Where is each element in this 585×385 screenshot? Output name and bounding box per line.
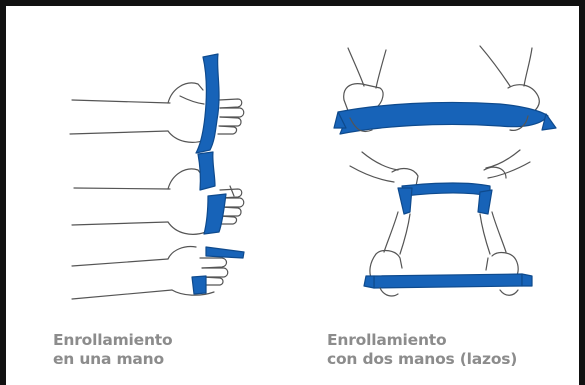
one-hand-step-1 — [70, 54, 244, 153]
one-hand-step-2 — [72, 152, 244, 234]
two-hand-step-2 — [350, 150, 530, 214]
caption-two-hands: Enrollamiento con dos manos (lazos) — [327, 331, 517, 369]
two-hand-step-1 — [334, 46, 556, 134]
one-hand-step-3 — [72, 247, 244, 299]
two-hand-step-3 — [364, 212, 532, 296]
caption-two-hands-line2: con dos manos (lazos) — [327, 350, 517, 369]
caption-one-hand-line1: Enrollamiento — [53, 331, 172, 350]
caption-one-hand: Enrollamiento en una mano — [53, 331, 172, 369]
caption-one-hand-line2: en una mano — [53, 350, 172, 369]
caption-two-hands-line1: Enrollamiento — [327, 331, 517, 350]
